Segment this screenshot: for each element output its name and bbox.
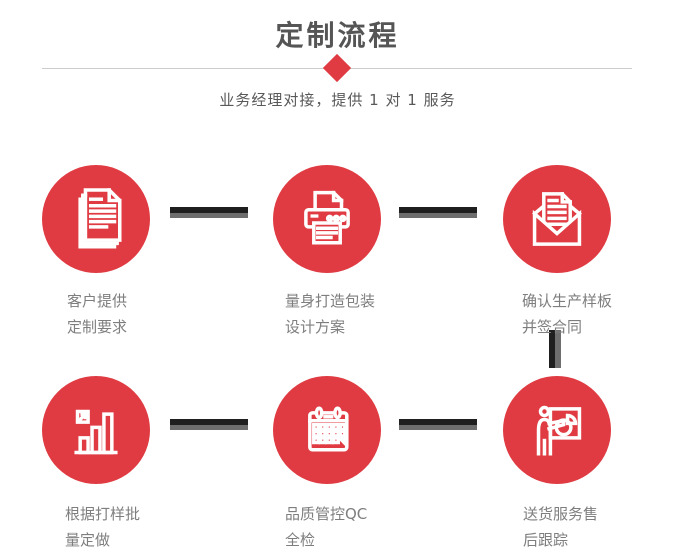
caption-line: 设计方案 <box>285 318 346 336</box>
connector-step3-step6 <box>549 330 561 368</box>
step-circle-4 <box>42 376 150 484</box>
caption-line: 品质管控QC <box>285 505 368 523</box>
connector-step1-step2 <box>170 207 248 218</box>
step-caption-2: 量身打造包装 设计方案 <box>285 288 375 340</box>
envelope-icon <box>524 186 590 252</box>
caption-line: 量定做 <box>65 531 111 549</box>
step-circle-1 <box>42 165 150 273</box>
step-caption-4: 根据打样批 量定做 <box>65 501 140 550</box>
calendar-icon <box>294 397 360 463</box>
connector-step5-step6 <box>399 419 477 430</box>
caption-line: 客户提供 <box>67 292 128 310</box>
caption-line: 确认生产样板 <box>522 292 613 310</box>
bar-chart-icon <box>63 397 129 463</box>
page-title: 定制流程 <box>275 19 400 52</box>
connector-step2-step3 <box>399 207 477 218</box>
printer-icon <box>294 186 360 252</box>
page-subtitle: 业务经理对接，提供 1 对 1 服务 <box>219 91 456 109</box>
step-caption-6: 送货服务售 后跟踪 <box>523 501 598 550</box>
caption-line: 量身打造包装 <box>285 292 376 310</box>
step-caption-1: 客户提供 定制要求 <box>67 288 127 340</box>
caption-line: 根据打样批 <box>65 505 141 523</box>
caption-line: 定制要求 <box>67 318 128 336</box>
caption-line: 后跟踪 <box>523 531 569 549</box>
step-caption-3: 确认生产样板 并签合同 <box>522 288 612 340</box>
caption-line: 送货服务售 <box>523 505 599 523</box>
presenter-icon <box>524 397 590 463</box>
connector-step4-step5 <box>170 419 248 430</box>
step-circle-3 <box>503 165 611 273</box>
step-circle-5 <box>273 376 381 484</box>
step-circle-6 <box>503 376 611 484</box>
diamond-accent <box>322 53 352 83</box>
documents-icon <box>63 186 129 252</box>
caption-line: 并签合同 <box>522 318 583 336</box>
caption-line: 全检 <box>285 531 316 549</box>
step-circle-2 <box>273 165 381 273</box>
step-caption-5: 品质管控QC 全检 <box>285 501 367 550</box>
